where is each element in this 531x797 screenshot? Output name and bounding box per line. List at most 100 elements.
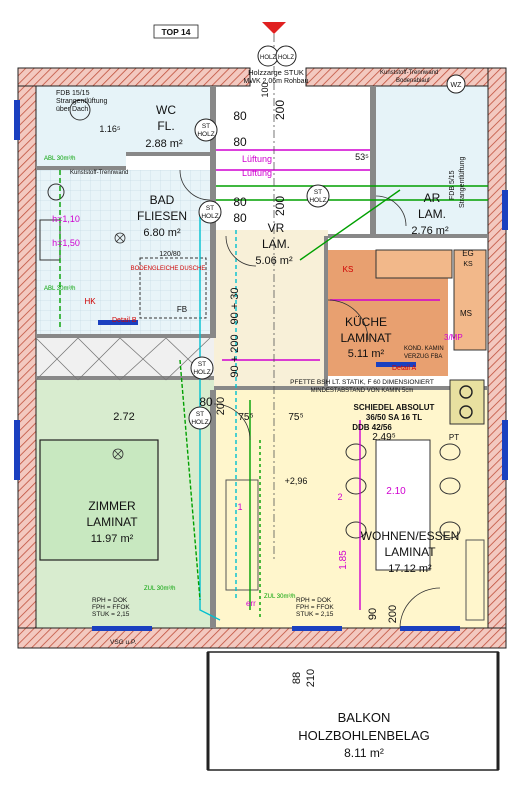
svg-text:Lüftung: Lüftung <box>242 154 272 164</box>
wc-bowl-icon <box>69 99 91 121</box>
svg-text:200: 200 <box>215 397 227 415</box>
wall-ar-left <box>370 86 376 236</box>
svg-text:FPH = FFOK: FPH = FFOK <box>92 604 130 611</box>
svg-text:MS: MS <box>460 309 472 318</box>
svg-text:PFETTE BSH LT. STATIK, F 60 DI: PFETTE BSH LT. STATIK, F 60 DIMENSIONIER… <box>290 379 434 386</box>
svg-text:KS: KS <box>463 261 473 268</box>
svg-text:53⁵: 53⁵ <box>355 152 369 162</box>
svg-text:MWK 2,06m Rohbau: MWK 2,06m Rohbau <box>244 78 309 85</box>
svg-text:ZUL 30m³/h: ZUL 30m³/h <box>264 594 295 600</box>
svg-text:Detail B: Detail B <box>112 317 137 324</box>
svg-text:2.49⁵: 2.49⁵ <box>372 432 396 443</box>
svg-text:Bodenablauf: Bodenablauf <box>396 78 430 84</box>
wall-left <box>17 67 37 649</box>
wall-right <box>487 67 507 649</box>
wall-bottom <box>17 627 507 649</box>
svg-text:ST: ST <box>206 205 214 212</box>
svg-text:100: 100 <box>260 82 270 97</box>
svg-text:FL.: FL. <box>157 119 174 133</box>
svg-text:Strangentlüftung: Strangentlüftung <box>459 157 466 208</box>
svg-text:2.88 m²: 2.88 m² <box>145 138 183 150</box>
svg-text:LAM.: LAM. <box>262 237 290 251</box>
svg-text:1.85: 1.85 <box>338 550 349 570</box>
wall-bad-bottom <box>36 334 216 338</box>
svg-text:err: err <box>246 599 256 608</box>
svg-text:WZ: WZ <box>451 82 463 89</box>
svg-text:KS: KS <box>343 265 354 274</box>
wall-vr-kueche <box>324 236 328 386</box>
svg-text:90: 90 <box>367 608 379 620</box>
svg-text:über Dach: über Dach <box>56 106 88 113</box>
svg-text:11.97 m²: 11.97 m² <box>91 533 134 545</box>
svg-text:STUK = 2,15: STUK = 2,15 <box>296 611 334 618</box>
svg-text:LAMINAT: LAMINAT <box>340 331 392 345</box>
annotations: Holzzarge STUK MWK 2,06m Rohbau FDB 15/1… <box>44 68 474 646</box>
svg-text:17.12 m²: 17.12 m² <box>388 563 432 575</box>
svg-text:5.11 m²: 5.11 m² <box>348 348 385 360</box>
svg-text:STUK = 2,15: STUK = 2,15 <box>92 611 130 618</box>
svg-text:80: 80 <box>199 395 213 409</box>
svg-text:HOLZ: HOLZ <box>197 131 214 138</box>
svg-text:200: 200 <box>273 100 287 120</box>
svg-text:ZIMMER: ZIMMER <box>88 499 136 513</box>
dining-table <box>375 439 431 571</box>
svg-text:HK: HK <box>84 297 96 306</box>
room-vr-label: VR LAM. 5.06 m² <box>255 221 293 267</box>
svg-text:FDB 15/15: FDB 15/15 <box>56 90 90 97</box>
room-balkon-label: BALKON HOLZBOHLENBELAG 8.11 m² <box>298 710 430 760</box>
svg-text:HOLZ: HOLZ <box>309 197 326 204</box>
top-label: TOP 14 <box>162 27 191 37</box>
svg-text:SCHIEDEL ABSOLUT: SCHIEDEL ABSOLUT <box>354 403 435 412</box>
svg-text:VERZUG FBA: VERZUG FBA <box>404 354 442 360</box>
chairs <box>345 443 461 539</box>
room-kueche-label: KÜCHE LAMINAT 5.11 m² <box>340 315 392 360</box>
svg-text:EG: EG <box>462 249 474 258</box>
svg-text:HOLZBOHLENBELAG: HOLZBOHLENBELAG <box>298 728 430 743</box>
svg-text:ABL 30m³/h: ABL 30m³/h <box>44 286 75 292</box>
svg-text:WC: WC <box>156 103 176 117</box>
svg-text:Strangentlüftung: Strangentlüftung <box>56 98 107 105</box>
svg-text:120/80: 120/80 <box>159 251 181 258</box>
svg-text:2.76 m²: 2.76 m² <box>411 225 449 237</box>
wall-zimmer-top <box>36 376 214 380</box>
svg-text:FPH = FFOK: FPH = FFOK <box>296 604 334 611</box>
svg-text:ST: ST <box>314 189 322 196</box>
svg-text:2.10: 2.10 <box>386 486 406 497</box>
svg-text:KÜCHE: KÜCHE <box>345 315 387 329</box>
wall-top-left <box>17 67 251 87</box>
svg-text:90 + 200: 90 + 200 <box>229 334 241 377</box>
svg-text:80: 80 <box>233 135 247 149</box>
wall-wohnen-top <box>214 386 488 390</box>
svg-text:HOLZ: HOLZ <box>278 55 294 61</box>
svg-text:Kunststoff-Trennwand: Kunststoff-Trennwand <box>70 170 128 176</box>
toilet-icon <box>39 219 61 261</box>
svg-text:80: 80 <box>233 195 247 209</box>
svg-text:RPH = DOK: RPH = DOK <box>296 597 332 604</box>
svg-text:RPH = DOK: RPH = DOK <box>92 597 128 604</box>
room-wc-label: WC FL. 2.88 m² <box>145 103 183 150</box>
svg-text:Kunststoff-Trennwand: Kunststoff-Trennwand <box>380 70 438 76</box>
wohnen-area <box>214 390 488 628</box>
svg-text:VSG u.P.: VSG u.P. <box>110 639 136 646</box>
svg-text:1.16⁵: 1.16⁵ <box>99 124 121 134</box>
svg-text:200: 200 <box>387 605 399 623</box>
svg-text:5.06 m²: 5.06 m² <box>255 255 293 267</box>
svg-text:Lüftung: Lüftung <box>242 168 272 178</box>
ceiling-light-icon <box>112 448 124 460</box>
svg-text:1: 1 <box>237 502 242 512</box>
installation-lines <box>59 149 488 621</box>
svg-text:88: 88 <box>291 672 303 684</box>
cabinet <box>465 539 485 621</box>
svg-text:LAMINAT: LAMINAT <box>384 545 436 559</box>
svg-text:ST: ST <box>202 123 210 130</box>
svg-text:PT: PT <box>449 433 459 442</box>
svg-text:AR: AR <box>424 191 441 205</box>
bad-area <box>36 170 214 338</box>
svg-text:KOND. KAMIN: KOND. KAMIN <box>404 346 444 352</box>
svg-text:DDB 42/56: DDB 42/56 <box>352 423 392 432</box>
windows <box>14 100 508 631</box>
svg-text:210: 210 <box>305 669 317 687</box>
svg-text:75⁵: 75⁵ <box>288 412 303 423</box>
svg-text:FB: FB <box>177 305 187 314</box>
svg-text:BALKON: BALKON <box>338 710 391 725</box>
